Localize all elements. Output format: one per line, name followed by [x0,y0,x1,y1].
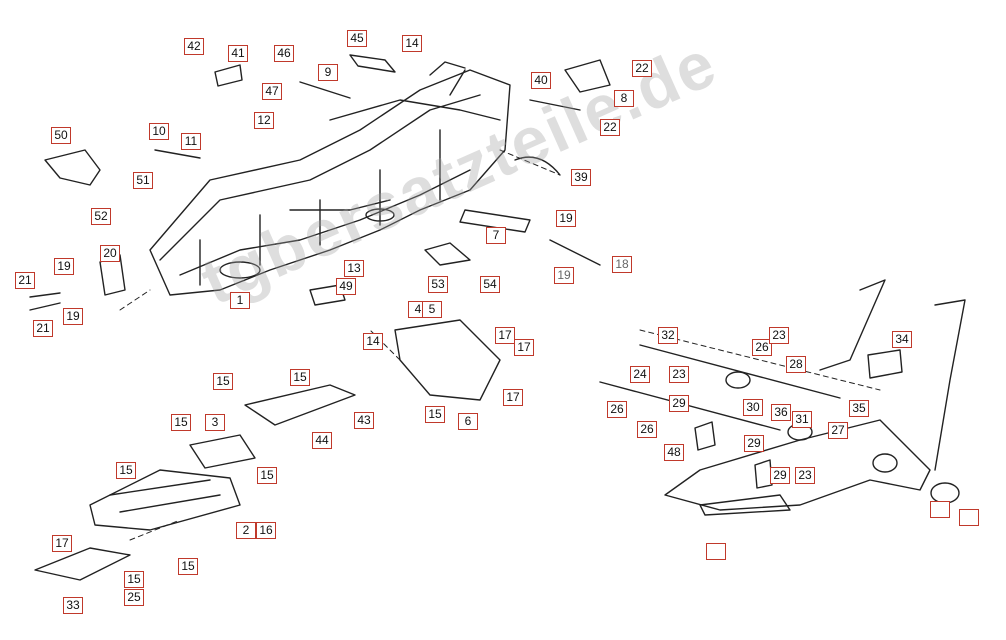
callout-label: 15 [290,369,310,386]
callout-label: 19 [554,267,574,284]
callout-label: 29 [744,435,764,452]
callout-label: 29 [770,467,790,484]
callout-label: 43 [354,412,374,429]
callout-label: 40 [531,72,551,89]
callout-label: 2 [236,522,256,539]
callout-label: 17 [514,339,534,356]
callout-label: 17 [495,327,515,344]
callout-label: 11 [181,133,201,150]
callout-label: 15 [171,414,191,431]
callout-label: 23 [669,366,689,383]
callout-label: 41 [228,45,248,62]
callout-label: 3 [205,414,225,431]
callout-label: 45 [347,30,367,47]
callout-label: 20 [100,245,120,262]
callout-label: 44 [312,432,332,449]
leader-lines [119,149,881,541]
callout-label: 19 [54,258,74,275]
front-bumper [599,279,966,516]
callout-label: 46 [274,45,294,62]
callout-label [706,543,726,560]
small-parts-right [424,59,611,266]
callout-label: 14 [363,333,383,350]
callout-label: 39 [571,169,591,186]
callout-label: 19 [556,210,576,227]
callout-label: 12 [254,112,274,129]
callout-label: 16 [256,522,276,539]
callout-label: 15 [178,558,198,575]
callout-label: 42 [184,38,204,55]
callout-label: 50 [51,127,71,144]
callout-label: 14 [402,35,422,52]
callout-label: 32 [658,327,678,344]
callout-label: 35 [849,400,869,417]
callout-label: 15 [213,373,233,390]
callout-label: 26 [752,339,772,356]
callout-label: 8 [614,90,634,107]
callout-label: 22 [600,119,620,136]
callout-label: 47 [262,83,282,100]
callout-label: 33 [63,597,83,614]
callout-label: 51 [133,172,153,189]
center-bracket [309,284,501,401]
callout-label: 23 [795,467,815,484]
small-parts-left [29,54,396,311]
main-frame [149,61,511,296]
callout-label: 31 [792,411,812,428]
callout-label: 28 [786,356,806,373]
callout-label: 54 [480,276,500,293]
callout-label: 25 [124,589,144,606]
callout-label: 13 [344,260,364,277]
callout-label: 7 [486,227,506,244]
callout-label: 21 [15,272,35,289]
callout-label: 17 [503,389,523,406]
callout-label [930,501,950,518]
callout-label: 15 [116,462,136,479]
callout-label: 15 [425,406,445,423]
callout-label: 21 [33,320,53,337]
callout-label: 29 [669,395,689,412]
callout-label: 36 [771,404,791,421]
callout-label: 26 [637,421,657,438]
callout-label: 15 [124,571,144,588]
callout-label: 9 [318,64,338,81]
callout-label: 15 [257,467,277,484]
callout-label: 10 [149,123,169,140]
callout-label: 23 [769,327,789,344]
callout-label: 1 [230,292,250,309]
skid-plates [34,384,356,581]
callout-label: 22 [632,60,652,77]
callout-label: 52 [91,208,111,225]
callout-label: 17 [52,535,72,552]
callout-label: 19 [63,308,83,325]
callout-label: 53 [428,276,448,293]
callout-label: 48 [664,444,684,461]
callout-label [959,509,979,526]
callout-label: 26 [607,401,627,418]
callout-label: 27 [828,422,848,439]
callout-label: 6 [458,413,478,430]
callout-label: 24 [630,366,650,383]
callout-label: 5 [422,301,442,318]
callout-label: 30 [743,399,763,416]
callout-label: 34 [892,331,912,348]
callout-label: 49 [336,278,356,295]
callout-label: 18 [612,256,632,273]
